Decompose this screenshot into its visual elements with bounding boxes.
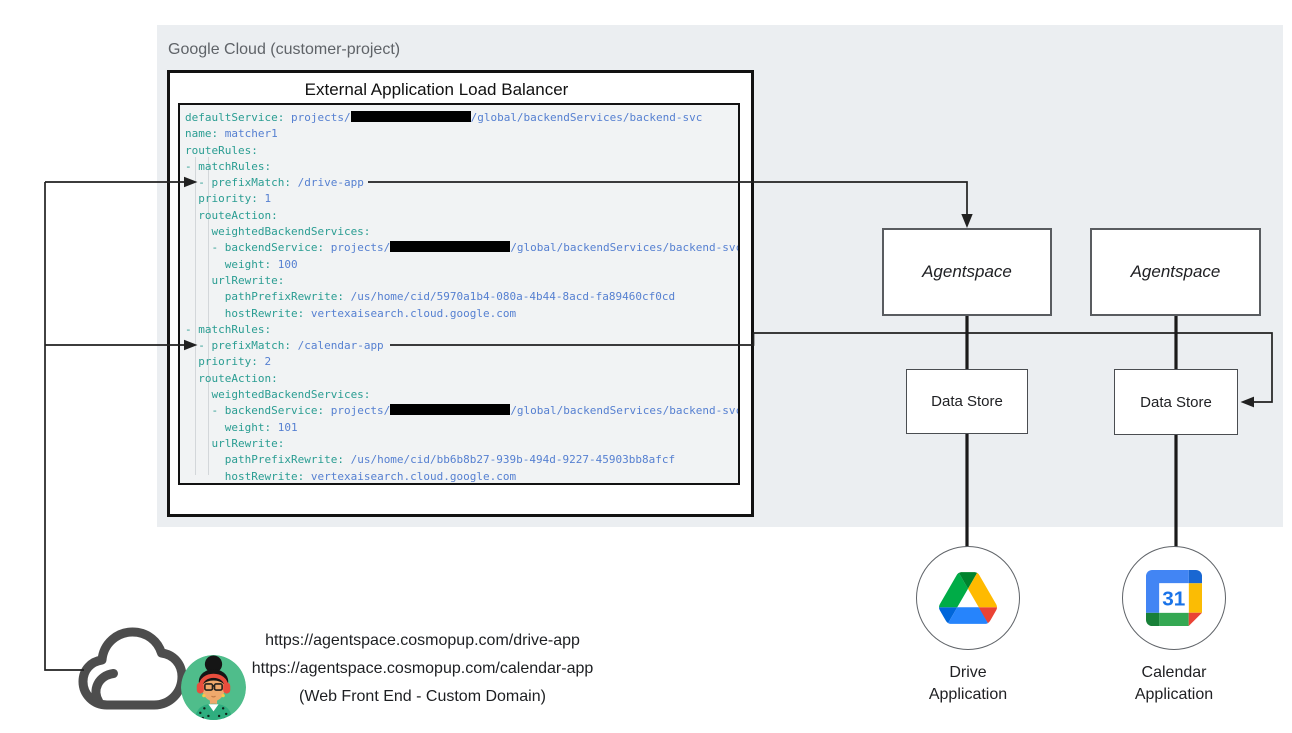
frontend-urls: https://agentspace.cosmopup.com/drive-ap… (250, 627, 595, 711)
code-line: - prefixMatch: /calendar-app (185, 339, 384, 353)
frontend-url-drive: https://agentspace.cosmopup.com/drive-ap… (265, 632, 580, 649)
indent-guide (208, 157, 209, 475)
code-line: priority: 2 (185, 355, 272, 369)
cloud-icon (78, 627, 187, 710)
datastore-node-2-label: Data Store (1140, 393, 1212, 411)
calendar-app-label: Calendar Application (1109, 662, 1239, 706)
drive-app-label: Drive Application (903, 662, 1033, 706)
code-line: routeAction: (185, 208, 278, 222)
redacted-project-id (390, 404, 511, 416)
code-line: - backendService: projects//global/backe… (185, 404, 740, 418)
code-line: defaultService: projects//global/backend… (185, 111, 703, 124)
user-avatar (181, 655, 246, 720)
yaml-url-map-code: defaultService: projects//global/backend… (180, 105, 740, 483)
code-line: - matchRules: (185, 159, 272, 173)
code-line: weight: 100 (185, 257, 298, 271)
code-line: hostRewrite: vertexaisearch.cloud.google… (185, 306, 517, 320)
load-balancer-box: External Application Load Balancer defau… (167, 70, 754, 517)
code-line: weightedBackendServices: (185, 225, 371, 239)
calendar-icon: 31 (1146, 570, 1202, 626)
google-cloud-panel-label: Google Cloud (customer-project) (168, 41, 401, 58)
url-map-code-block: defaultService: projects//global/backend… (178, 103, 740, 485)
datastore-node-1-label: Data Store (931, 393, 1003, 410)
redacted-project-id (350, 111, 471, 122)
calendar-app-circle: 31 (1122, 546, 1226, 650)
frontend-url-calendar: https://agentspace.cosmopup.com/calendar… (251, 660, 594, 677)
code-line: - matchRules: (185, 322, 272, 336)
code-line: pathPrefixRewrite: /us/home/cid/bb6b8b27… (185, 453, 676, 467)
calendar-day-number: 31 (1162, 587, 1185, 610)
frontend-caption: (Web Front End - Custom Domain) (299, 688, 546, 705)
agentspace-node-2: Agentspace (1090, 228, 1261, 316)
redacted-project-id (390, 241, 511, 253)
code-line: weight: 101 (185, 420, 298, 434)
code-line: urlRewrite: (185, 436, 285, 450)
calendar-app-label-line1: Calendar (1141, 664, 1207, 681)
code-line: priority: 1 (185, 192, 272, 206)
code-line: urlRewrite: (185, 273, 285, 287)
code-line: pathPrefixRewrite: /us/home/cid/5970a1b4… (185, 290, 676, 304)
indent-guide (195, 157, 196, 475)
code-line: weightedBackendServices: (185, 388, 371, 402)
drive-icon (939, 572, 997, 624)
connector-user-trunk (44, 182, 84, 671)
drive-app-circle (916, 546, 1020, 650)
code-line: routeRules: (185, 143, 258, 157)
load-balancer-title: External Application Load Balancer (304, 80, 569, 99)
code-line: - prefixMatch: /drive-app (185, 176, 364, 190)
code-line: - backendService: projects//global/backe… (185, 241, 740, 255)
agentspace-node-1-label: Agentspace (922, 262, 1012, 281)
agentspace-node-1: Agentspace (882, 228, 1052, 316)
datastore-node-2: Data Store (1114, 369, 1238, 435)
datastore-node-1: Data Store (906, 369, 1028, 434)
drive-app-label-line1: Drive (949, 664, 987, 681)
code-line: name: matcher1 (185, 127, 278, 141)
agentspace-node-2-label: Agentspace (1130, 262, 1221, 281)
drive-app-label-line2: Application (928, 686, 1008, 703)
code-line: hostRewrite: vertexaisearch.cloud.google… (185, 469, 517, 483)
calendar-app-label-line2: Application (1134, 686, 1214, 703)
code-line: routeAction: (185, 371, 278, 385)
